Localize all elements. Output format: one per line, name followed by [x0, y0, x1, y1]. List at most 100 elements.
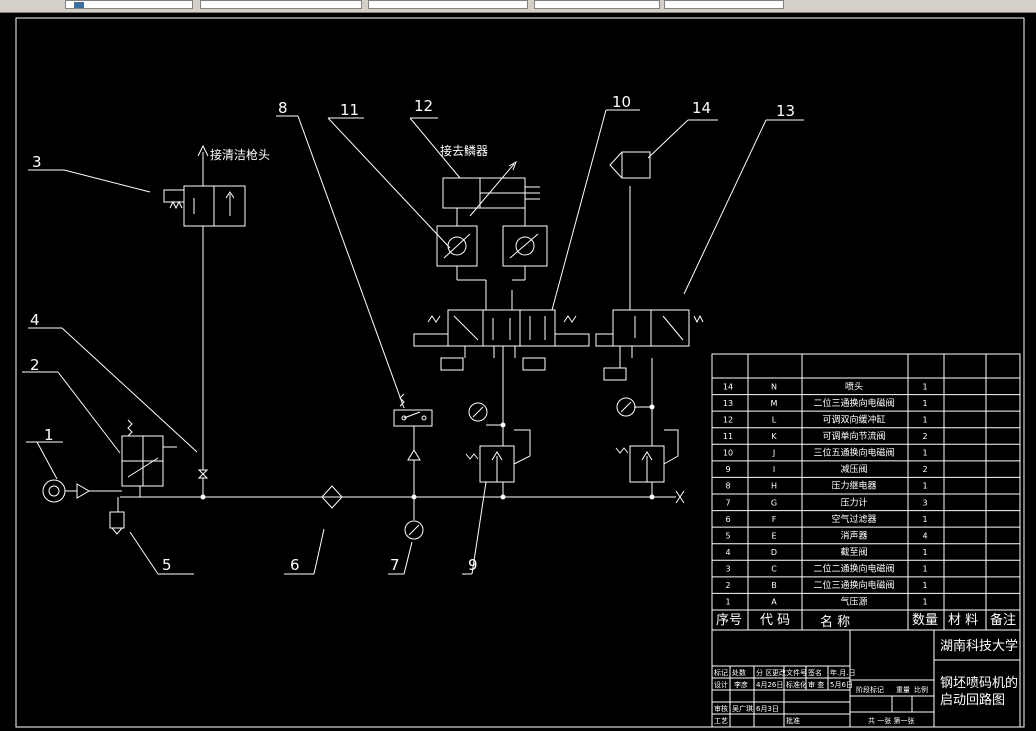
title-block — [711, 629, 1021, 728]
tb-standardization: 标准化 — [786, 680, 807, 689]
bom-cell-no: 7 — [725, 498, 730, 507]
bom-header-material: 材 料 — [948, 613, 978, 628]
callout-11: 11 — [340, 101, 359, 119]
bom-cell-code: A — [771, 598, 777, 607]
tb-approve: 批准 — [786, 716, 800, 725]
callout-5: 5 — [162, 556, 172, 574]
leader-lines — [22, 109, 804, 575]
cad-toolbar — [0, 0, 1036, 13]
stop-valve-symbol — [197, 226, 209, 500]
bom-cell-qty: 1 — [922, 399, 927, 408]
callout-4: 4 — [30, 311, 40, 329]
callout-3: 3 — [32, 153, 42, 171]
bom-cell-name: 可调单向节流阀 — [822, 430, 885, 442]
tb-designer: 李彦 — [734, 680, 748, 689]
bom-table — [711, 353, 1021, 611]
bom-cell-code: L — [772, 415, 777, 424]
bom-cell-name: 二位三通换向电磁阀 — [813, 579, 894, 591]
throttle-valve-left — [436, 208, 487, 290]
tb-process: 工艺 — [714, 717, 728, 725]
callout-12: 12 — [414, 97, 433, 115]
bom-cell-qty: 1 — [922, 548, 927, 557]
bom-cell-no: 6 — [725, 515, 730, 524]
pressure-gauge-7 — [404, 494, 424, 540]
drawing-title-line1: 钢坯喷码机的 — [940, 675, 1018, 691]
bom-cell-code: N — [771, 382, 777, 391]
tb-review: 审 查 — [808, 680, 824, 689]
callout-2: 2 — [30, 356, 40, 374]
tb-sheet: 共 一张 第一张 — [868, 716, 914, 725]
tb-audit: 审核 — [714, 704, 728, 713]
toolbar-linetype-select[interactable] — [368, 0, 528, 9]
bom-cell-qty: 1 — [922, 598, 927, 607]
bom-cell-no: 2 — [725, 581, 730, 590]
callout-7: 7 — [390, 556, 400, 574]
bom-header-name: 名 称 — [820, 614, 850, 630]
bom-cell-no: 1 — [725, 598, 730, 607]
valve-2-3-right-symbol — [595, 186, 704, 381]
callout-9: 9 — [468, 556, 478, 574]
callout-8: 8 — [278, 99, 288, 117]
callout-10: 10 — [612, 93, 631, 111]
valve-2-3-symbol — [120, 419, 177, 498]
layer-icon — [74, 2, 84, 8]
bom-header-qty: 数量 — [912, 613, 938, 628]
bom-cell-name: 二位二通换向电磁阀 — [813, 563, 894, 575]
tb-stage-mark: 阶段标记 — [856, 685, 884, 694]
bom-cell-code: I — [773, 465, 775, 474]
drawing-border — [15, 17, 1025, 728]
annotation-clean-gun: 接清洁枪头 — [210, 147, 270, 162]
bom-cell-name: 二位三通换向电磁阀 — [813, 397, 894, 409]
tb-design: 设计 — [714, 680, 728, 689]
tb-date: 年.月.日 — [830, 668, 855, 677]
valve-2-2-symbol — [163, 144, 246, 227]
bom-cell-qty: 2 — [922, 465, 927, 474]
bom-cell-name: 三位五通换向电磁阀 — [813, 447, 894, 459]
bom-cell-qty: 1 — [922, 565, 927, 574]
drawing-canvas: 1 2 3 4 5 6 7 8 9 10 11 12 13 14 接清洁枪头 接… — [15, 17, 1025, 728]
tb-review-date: 5月6日 — [830, 681, 853, 689]
bom-cell-qty: 1 — [922, 581, 927, 590]
air-filter-symbol — [321, 485, 343, 509]
school-name: 湖南科技大学 — [940, 638, 1018, 654]
bom-cell-no: 14 — [723, 382, 733, 391]
bom-cell-qty: 1 — [922, 515, 927, 524]
bom-cell-code: C — [771, 565, 777, 574]
bom-cell-qty: 4 — [922, 531, 927, 540]
drawing-title-line2: 启动回路图 — [940, 692, 1005, 708]
tb-audit-date: 6月3日 — [756, 705, 779, 713]
bom-cell-name: 压力计 — [840, 496, 867, 508]
valve-3-5-symbol — [413, 290, 590, 371]
bom-cell-code: E — [771, 531, 776, 540]
reducing-valve-right — [615, 358, 679, 500]
bom-cell-name: 气压源 — [840, 596, 867, 608]
annotation-to-marker: 接去鳞器 — [440, 143, 488, 158]
bom-cell-no: 5 — [725, 531, 730, 540]
bom-cell-code: H — [771, 482, 777, 491]
toolbar-layer-select[interactable] — [65, 0, 193, 9]
toolbar-color-select[interactable] — [200, 0, 362, 9]
bom-cell-name: 消声器 — [840, 529, 867, 541]
bom-cell-code: G — [771, 498, 777, 507]
tb-design-date: 4月26日 — [756, 681, 783, 689]
toolbar-lineweight-select[interactable] — [534, 0, 660, 9]
callout-13: 13 — [776, 102, 795, 120]
muffler-symbol — [109, 497, 125, 535]
bom-cell-qty: 3 — [922, 498, 927, 507]
bom-cell-qty: 1 — [922, 415, 927, 424]
bom-cell-name: 减压阀 — [840, 463, 867, 475]
bom-cell-code: J — [772, 449, 775, 458]
bom-cell-name: 压力继电器 — [831, 480, 876, 492]
bom-cell-no: 10 — [723, 449, 733, 458]
bom-cell-no: 12 — [723, 415, 733, 424]
bom-cell-qty: 1 — [922, 449, 927, 458]
bom-header-code: 代 码 — [760, 613, 790, 628]
tb-auditor: 吴广琪 — [732, 704, 753, 713]
tb-zone: 分 区 — [756, 668, 772, 677]
nozzle-symbol — [609, 151, 651, 179]
bom-cell-no: 3 — [725, 565, 730, 574]
bom-cell-no: 9 — [725, 465, 730, 474]
toolbar-plotstyle-select[interactable] — [664, 0, 784, 9]
bom-cell-name: 可调双向缓冲缸 — [822, 413, 885, 425]
pressure-relay-symbol — [393, 393, 433, 497]
